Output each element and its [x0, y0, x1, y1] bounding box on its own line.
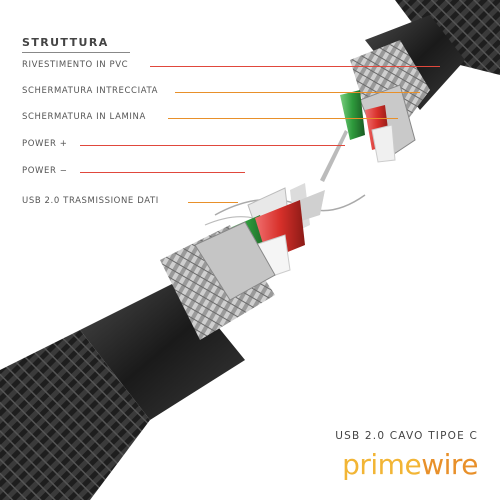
legend-item-power-minus: POWER − — [22, 166, 68, 176]
legend-title-underline — [22, 52, 130, 53]
brand-logo: primewire — [342, 448, 478, 481]
brand-logo-part1: prime — [342, 448, 422, 481]
legend-item-foil-shield: SCHERMATURA IN LAMINA — [22, 112, 146, 122]
upper-pvc-sleeve — [365, 15, 465, 110]
legend-item-braided-shield: SCHERMATURA INTRECCIATA — [22, 86, 158, 96]
lower-braided-jacket — [0, 330, 150, 500]
lower-foil-shield — [194, 221, 276, 301]
drain-wire-strand — [320, 130, 348, 182]
legend-item-pvc-jacket: RIVESTIMENTO IN PVC — [22, 60, 129, 70]
leader-line-foil-shield — [168, 118, 398, 119]
upper-cable-segment — [340, 0, 500, 163]
leader-line-power-minus — [80, 172, 245, 173]
brand-logo-part2: wire — [421, 448, 478, 481]
legend-item-data-transmission: USB 2.0 TRASMISSIONE DATI — [22, 196, 159, 206]
legend-title: STRUTTURA — [22, 36, 109, 49]
upper-green-wire — [340, 90, 365, 140]
leader-line-data-transmission — [188, 202, 238, 203]
leader-line-pvc-jacket — [150, 66, 440, 67]
lower-cable-segment — [0, 221, 276, 500]
product-name: USB 2.0 CAVO TIPOE C — [335, 430, 478, 442]
legend-item-power-plus: POWER + — [22, 139, 68, 149]
upper-white-wire — [371, 124, 396, 163]
leader-line-power-plus — [80, 145, 345, 146]
leader-line-braided-shield — [175, 92, 420, 93]
